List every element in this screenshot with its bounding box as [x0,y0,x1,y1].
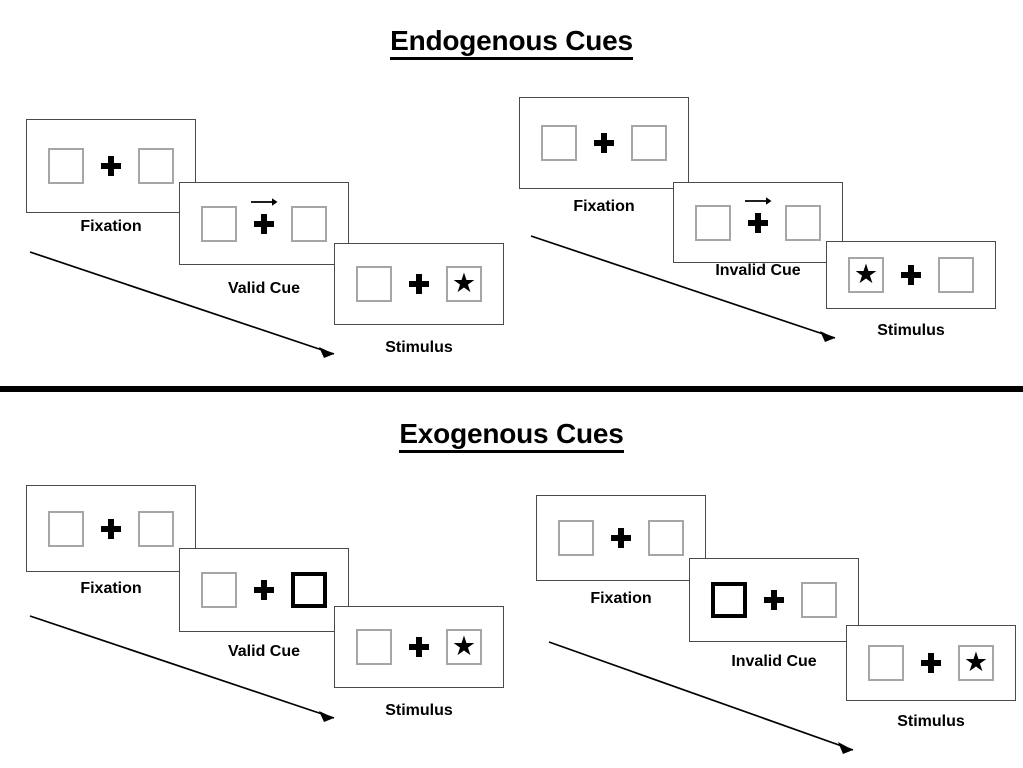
section-title-endogenous-text: Endogenous Cues [390,25,633,60]
frame-label-endogenous-invalid-fixation: Fixation [573,198,635,215]
placeholder-box-left [48,510,84,547]
placeholder-box-right [138,148,174,184]
section-title-exogenous: Exogenous Cues [0,418,1023,453]
fixation-cross-icon [409,274,429,294]
frame-label-endogenous-invalid-stimulus: Stimulus [877,322,945,339]
frame-content [695,196,821,241]
placeholder-box-left [541,125,577,161]
frame-label-exogenous-invalid-fixation: Fixation [590,590,652,607]
placeholder-box-left [695,204,731,241]
fixation-cross-icon [921,653,941,673]
frame-content [201,572,327,608]
frame-endogenous-valid-stimulus: ★ [334,243,504,325]
placeholder-box-right [801,582,837,618]
frame-exogenous-valid-fixation [26,485,196,572]
cue-arrow-right-icon [251,197,278,206]
frame-label-exogenous-valid-stimulus: Stimulus [385,702,453,719]
frame-exogenous-invalid-stimulus: ★ [846,625,1016,701]
placeholder-box-right [648,520,684,556]
placeholder-box-left [201,205,237,242]
frame-label-endogenous-valid-stimulus: Stimulus [385,339,453,356]
placeholder-box-left [48,148,84,184]
target-box-right: ★ [958,645,994,681]
section-title-endogenous: Endogenous Cues [0,25,1023,60]
fixation-cross-icon [745,196,772,233]
star-target-icon: ★ [451,267,477,298]
target-box-right: ★ [446,629,482,665]
placeholder-box-left [868,645,904,681]
placeholder-box-right [938,257,974,293]
cue-arrow-right-icon [745,196,772,205]
frame-label-endogenous-valid-fixation: Fixation [80,218,142,235]
frame-label-exogenous-valid-fixation: Fixation [80,580,142,597]
fixation-cross-icon [611,528,631,548]
frame-content [48,510,174,547]
placeholder-box-left [356,629,392,665]
frame-endogenous-invalid-fixation [519,97,689,189]
placeholder-box-left [356,266,392,302]
placeholder-box-right [631,125,667,161]
frame-label-exogenous-invalid-cue: Invalid Cue [731,653,817,670]
section-title-exogenous-text: Exogenous Cues [399,418,624,453]
cue-box-left [711,582,747,618]
frame-endogenous-valid-fixation [26,119,196,213]
frame-exogenous-invalid-cue [689,558,859,642]
frame-exogenous-invalid-fixation [536,495,706,581]
frame-content [541,125,667,161]
frame-label-endogenous-invalid-cue: Invalid Cue [715,262,801,279]
frame-content: ★ [848,257,974,293]
section-divider [0,386,1023,392]
fixation-cross-icon [594,133,614,153]
placeholder-box-right [291,205,327,242]
frame-exogenous-valid-stimulus: ★ [334,606,504,688]
star-target-icon: ★ [853,258,879,289]
placeholder-box-right [785,204,821,241]
star-target-icon: ★ [451,630,477,661]
frame-exogenous-valid-cue [179,548,349,632]
timeline-arrow-endogenous-valid [29,251,335,358]
frame-content: ★ [868,645,994,681]
frame-content [48,148,174,184]
fixation-cross-icon [901,265,921,285]
fixation-cross-icon [254,580,274,600]
fixation-cross-icon [409,637,429,657]
placeholder-box-left [201,572,237,608]
frame-label-exogenous-valid-cue: Valid Cue [227,643,301,660]
fixation-cross-icon [764,590,784,610]
frame-label-exogenous-invalid-stimulus: Stimulus [897,713,965,730]
target-box-right: ★ [446,266,482,302]
fixation-cross-icon [101,156,121,176]
frame-content [558,520,684,556]
target-box-left: ★ [848,257,884,293]
frame-content: ★ [356,266,482,302]
placeholder-box-right [138,510,174,547]
frame-endogenous-valid-cue [179,182,349,265]
star-target-icon: ★ [963,646,989,677]
fixation-cross-icon [101,518,121,539]
cue-box-right [291,572,327,608]
frame-endogenous-invalid-cue [673,182,843,263]
frame-label-endogenous-valid-cue: Valid Cue [227,280,301,297]
placeholder-box-left [558,520,594,556]
fixation-cross-icon [251,197,278,234]
frame-content: ★ [356,629,482,665]
frame-content [201,197,327,242]
frame-endogenous-invalid-stimulus: ★ [826,241,996,309]
frame-content [711,582,837,618]
